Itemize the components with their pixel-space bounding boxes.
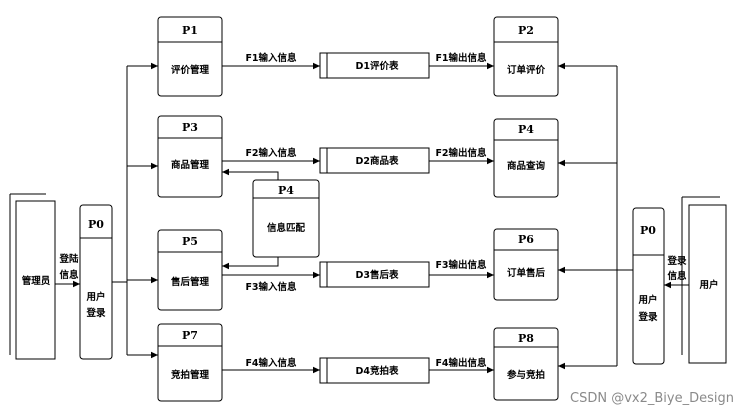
store-d3-label: D3售后表 (356, 269, 399, 281)
flow-admin-login-label-2: 信息 (59, 269, 79, 281)
watermark: CSDN @vx2_Biye_Design (570, 391, 734, 406)
process-p4-match-name: 信息匹配 (267, 222, 306, 234)
store-d1: D1评价表 (319, 52, 430, 79)
process-p2-name: 订单评价 (507, 64, 546, 76)
flow-f1-out: F1输出信息 (429, 52, 494, 70)
process-p0-admin-name-2: 登录 (85, 307, 106, 319)
process-p5-name: 售后管理 (171, 276, 210, 288)
process-p5: P5 售后管理 (157, 229, 223, 311)
process-p0-user-name-1: 用户 (637, 294, 657, 306)
process-p6-name: 订单售后 (507, 267, 546, 279)
process-p0-user-name-2: 登录 (637, 311, 658, 323)
process-p2-id: P2 (518, 24, 534, 37)
flow-f1-out-label: F1输出信息 (435, 52, 487, 64)
entity-user: 用户 (681, 196, 727, 364)
store-d4-label: D4竞拍表 (356, 365, 399, 377)
process-p2: P2 订单评价 (493, 16, 559, 97)
process-p5-id: P5 (182, 235, 198, 248)
flow-f3-out: F3输出信息 (429, 259, 494, 279)
process-p6-id: P6 (518, 233, 534, 246)
flow-match-to-p3 (222, 168, 279, 180)
flow-left-trunk (112, 62, 158, 359)
process-p8-id: P8 (518, 332, 534, 345)
process-p8-name: 参与竞拍 (506, 369, 545, 381)
process-p7: P7 竞拍管理 (157, 323, 223, 402)
flow-right-trunk (558, 62, 633, 370)
store-d2-label: D2商品表 (356, 155, 399, 167)
process-p4-order-name: 商品查询 (507, 160, 546, 172)
flow-f4-in: F4输入信息 (222, 357, 320, 374)
flow-f4-out-label: F4输出信息 (435, 357, 487, 369)
flow-user-login: 登录 信息 (664, 255, 689, 289)
store-d3: D3售后表 (319, 261, 430, 288)
process-p1-name: 评价管理 (171, 64, 210, 76)
flow-f2-in-label: F2输入信息 (245, 147, 297, 159)
flow-f2-out: F2输出信息 (429, 147, 494, 165)
store-d2: D2商品表 (319, 147, 430, 174)
flow-f3-in: F3输入信息 (222, 271, 320, 293)
flow-match-to-p5 (222, 257, 279, 270)
store-d4: D4竞拍表 (319, 357, 430, 384)
flow-f3-in-label: F3输入信息 (245, 281, 297, 293)
process-p4-order-id: P4 (518, 123, 534, 136)
entity-admin: 管理员 (9, 193, 56, 360)
process-p4-match-id: P4 (278, 184, 294, 197)
flow-admin-login: 登陆 信息 (55, 253, 80, 288)
process-p8: P8 参与竞拍 (493, 327, 559, 401)
flow-f4-in-label: F4输入信息 (245, 357, 297, 369)
flow-f1-in-label: F1输入信息 (245, 52, 297, 64)
flow-f1-in: F1输入信息 (222, 52, 320, 70)
process-p0-admin-name-1: 用户 (85, 291, 105, 303)
process-p3-name: 商品管理 (171, 159, 210, 171)
entity-user-label: 用户 (698, 279, 718, 291)
process-p1-id: P1 (182, 24, 198, 37)
process-p0-admin-id: P0 (88, 218, 104, 231)
flow-admin-login-label-1: 登陆 (58, 253, 79, 265)
process-p3: P3 商品管理 (157, 115, 223, 198)
process-p0-user-id: P0 (640, 224, 656, 237)
process-p7-id: P7 (182, 329, 198, 342)
entity-admin-label: 管理员 (22, 275, 51, 287)
flow-f4-out: F4输出信息 (429, 357, 494, 374)
flow-f3-out-label: F3输出信息 (435, 259, 487, 271)
process-p7-name: 竞拍管理 (170, 369, 210, 381)
process-p0-admin: P0 用户 登录 (79, 204, 113, 360)
process-p3-id: P3 (182, 121, 198, 134)
process-p0-user: P0 用户 登录 (632, 207, 665, 365)
process-p6: P6 订单售后 (493, 228, 559, 301)
flow-user-login-label-2: 信息 (667, 270, 687, 282)
process-p4-order: P4 商品查询 (493, 118, 559, 198)
flow-f2-out-label: F2输出信息 (435, 147, 487, 159)
flow-user-login-label-1: 登录 (666, 255, 687, 267)
store-d1-label: D1评价表 (356, 60, 399, 72)
process-p4-match: P4 信息匹配 (252, 179, 320, 258)
process-p1: P1 评价管理 (157, 16, 223, 97)
flow-f2-in: F2输入信息 (222, 147, 320, 165)
